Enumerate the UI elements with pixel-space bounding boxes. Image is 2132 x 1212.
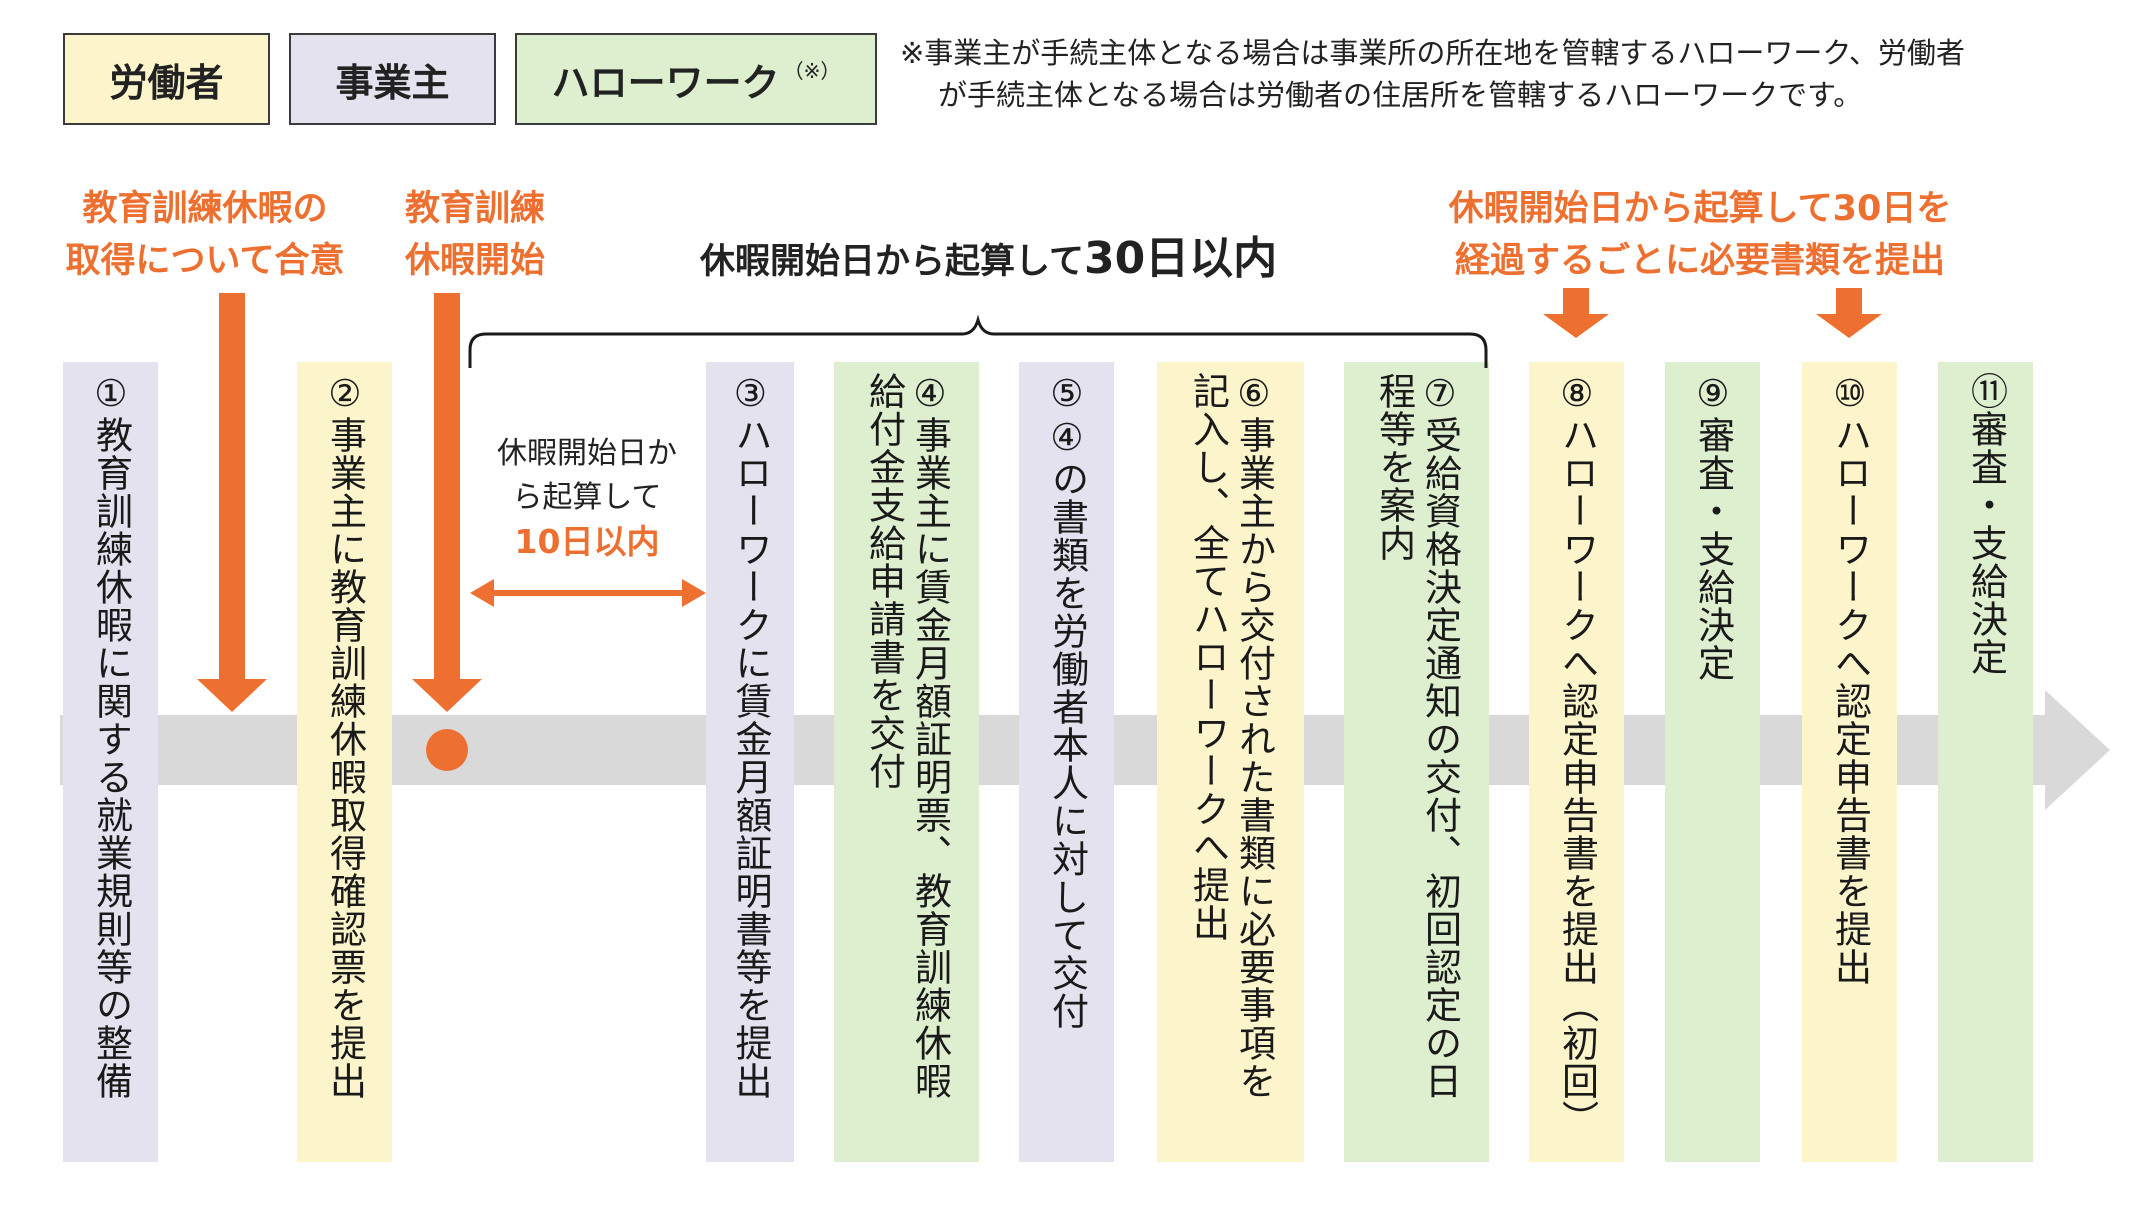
leave-start-arrow bbox=[412, 293, 482, 712]
within-10-days-arrow bbox=[470, 579, 706, 607]
within-30-prefix: 休暇開始日から起算して bbox=[700, 242, 1084, 282]
step-8: ⑧ハローワークへ認定申告書を提出（初回） bbox=[1529, 362, 1624, 1162]
agreement-label-line-1: 教育訓練休暇の bbox=[82, 189, 328, 229]
step-9-text-1: ⑨審査・支給決定 bbox=[1691, 372, 1735, 682]
step-8-text-1: ⑧ハローワークへ認定申告書を提出（初回） bbox=[1555, 372, 1599, 1138]
step-10-text-1: ⑩ハローワークへ認定申告書を提出 bbox=[1828, 372, 1872, 986]
leave-start-label-line-1: 教育訓練 bbox=[404, 189, 545, 229]
within-30-days-label: 休暇開始日から起算して30日以内 bbox=[700, 222, 1277, 286]
agreement-arrow bbox=[197, 293, 267, 712]
note-line-1: ※事業主が手続主体となる場合は事業所の所在地を管轄するハローワーク、労働者 bbox=[900, 36, 1965, 70]
step-5-text-1: ⑤④の書類を労働者本人に対して交付 bbox=[1045, 372, 1089, 1030]
step-6: ⑥事業主から交付された書類に必要事項を記入し、全てハローワークへ提出 bbox=[1157, 362, 1304, 1162]
timeline-arrowhead bbox=[2045, 690, 2110, 810]
step-7-text-1: ⑦受給資格決定通知の交付、初回認定の日 bbox=[1418, 372, 1462, 1100]
leave-start-dot bbox=[426, 729, 468, 771]
agreement-label: 教育訓練休暇の 取得について合意 bbox=[55, 183, 355, 287]
every-30-days-label: 休暇開始日から起算して30日を 経過するごとに必要書類を提出 bbox=[1420, 183, 1980, 287]
legend-employer-label: 事業主 bbox=[335, 60, 450, 105]
legend-worker-label: 労働者 bbox=[109, 60, 224, 105]
step-6-text-2: 記入し、全てハローワークへ提出 bbox=[1186, 372, 1230, 942]
within-10-days: 10日以内 bbox=[514, 522, 660, 561]
step-2-text-1: ②事業主に教育訓練休暇取得確認票を提出 bbox=[323, 372, 367, 1100]
every-30-arrow-2 bbox=[1816, 288, 1882, 338]
step-1: ①教育訓練休暇に関する就業規則等の整備 bbox=[63, 362, 158, 1162]
step-7: ⑦受給資格決定通知の交付、初回認定の日程等を案内 bbox=[1344, 362, 1489, 1162]
within-30-days-brace bbox=[468, 314, 1488, 368]
within-10-days-label: 休暇開始日か ら起算して 10日以内 bbox=[462, 432, 712, 564]
note-line-2: が手続主体となる場合は労働者の住居所を管轄するハローワークです。 bbox=[938, 78, 1863, 112]
step-9: ⑨審査・支給決定 bbox=[1665, 362, 1760, 1162]
agreement-label-line-2: 取得について合意 bbox=[65, 241, 345, 281]
legend-worker: 労働者 bbox=[63, 33, 270, 125]
step-3: ③ハローワークに賃金月額証明書等を提出 bbox=[706, 362, 794, 1162]
step-3-text-1: ③ハローワークに賃金月額証明書等を提出 bbox=[729, 372, 772, 1100]
leave-start-label-line-2: 休暇開始 bbox=[404, 241, 545, 281]
within-10-line-1: 休暇開始日か bbox=[497, 436, 677, 471]
step-4: ④事業主に賃金月額証明票、教育訓練休暇給付金支給申請書を交付 bbox=[834, 362, 979, 1162]
jurisdiction-note: ※事業主が手続主体となる場合は事業所の所在地を管轄するハローワーク、労働者 が手… bbox=[900, 32, 2100, 116]
step-5: ⑤④の書類を労働者本人に対して交付 bbox=[1019, 362, 1114, 1162]
step-4-text-2: 給付金支給申請書を交付 bbox=[862, 372, 906, 790]
step-2: ②事業主に教育訓練休暇取得確認票を提出 bbox=[297, 362, 392, 1162]
step-7-text-2: 程等を案内 bbox=[1372, 372, 1416, 562]
legend-hellowork-mark: （※） bbox=[783, 58, 841, 83]
every-30-label-line-1: 休暇開始日から起算して30日を bbox=[1448, 189, 1952, 229]
step-6-text-1: ⑥事業主から交付された書類に必要事項を bbox=[1232, 372, 1276, 1100]
every-30-label-line-2: 経過するごとに必要書類を提出 bbox=[1454, 241, 1945, 281]
every-30-arrow-1 bbox=[1543, 288, 1609, 338]
within-10-line-2: ら起算して bbox=[512, 480, 662, 515]
within-30-days: 30日以内 bbox=[1083, 233, 1278, 284]
legend-employer: 事業主 bbox=[289, 33, 496, 125]
step-11-text-1: ⑪審査・支給決定 bbox=[1964, 372, 2008, 676]
step-4-text-1: ④事業主に賃金月額証明票、教育訓練休暇 bbox=[908, 372, 952, 1100]
step-11: ⑪審査・支給決定 bbox=[1938, 362, 2033, 1162]
leave-start-label: 教育訓練 休暇開始 bbox=[375, 183, 575, 287]
legend-hellowork-label: ハローワーク bbox=[551, 60, 780, 105]
step-1-text-1: ①教育訓練休暇に関する就業規則等の整備 bbox=[89, 372, 133, 1100]
step-10: ⑩ハローワークへ認定申告書を提出 bbox=[1802, 362, 1897, 1162]
legend-hellowork: ハローワーク（※） bbox=[515, 33, 877, 125]
